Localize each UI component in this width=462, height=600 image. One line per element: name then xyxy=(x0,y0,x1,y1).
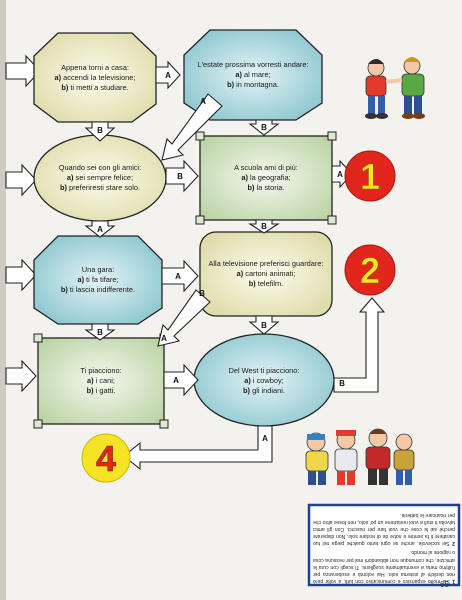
node-2-text: L'estate prossima vorresti andare: a) al… xyxy=(196,45,310,105)
node-5-option-a: a) ti fa tifare; xyxy=(77,275,119,285)
answer-key-box: 1 Sei molto espansivo e comunicativo con… xyxy=(313,509,455,584)
node-7-option-b: b) i gatti. xyxy=(86,385,116,395)
node-5-shape xyxy=(33,235,163,325)
node-2-option-a: a) al mare; xyxy=(235,70,271,80)
label-b-8: B xyxy=(339,379,345,388)
result-two-number: 2 xyxy=(360,250,380,291)
horizontal-connectors xyxy=(155,60,353,397)
label-a-5: A xyxy=(175,272,181,281)
node-3-option-b: b) preferiresti stare solo. xyxy=(59,182,141,192)
node-3-question: Quando sei con gli amici: xyxy=(58,163,142,173)
node-2-option-b: b) in montagna. xyxy=(227,79,279,89)
node-5-question: Una gara: xyxy=(81,265,115,275)
arrow-to-result-four xyxy=(123,425,273,471)
node-1-option-b: b) ti metti a studiare. xyxy=(61,82,129,92)
answer-paragraph-2: 2 Sei socievole, anche se ogni tanto qua… xyxy=(312,511,455,547)
node-8-text: Del West ti piacciono: a) i cowboy; b) g… xyxy=(206,354,322,408)
label-a-4: A xyxy=(337,170,343,179)
node-1-option-a: a) accendi la televisione; xyxy=(54,73,136,83)
node-8-question: Del West ti piacciono: xyxy=(228,366,300,376)
left-entry-arrows xyxy=(5,54,41,393)
label-b-1: B xyxy=(97,126,103,135)
node-1-text: Appena torni a casa: a) accendi la telev… xyxy=(42,48,148,108)
node-7-shape xyxy=(37,337,165,425)
node-5-text: Una gara: a) ti fa tifare; b) ti lascia … xyxy=(44,252,152,308)
cartoon-group-illustration xyxy=(305,428,415,485)
result-one-circle xyxy=(344,150,396,202)
node-8-option-b: b) gli indiani. xyxy=(243,385,285,395)
label-a-7: A xyxy=(173,376,179,385)
node-7-text: Ti piacciono: a) i cani; b) i gatti. xyxy=(46,354,156,408)
page-number: 65 xyxy=(440,580,449,589)
label-b-2: B xyxy=(261,123,267,132)
answer-box-frame xyxy=(307,503,461,587)
vertical-connectors xyxy=(84,119,280,341)
node-2-shape xyxy=(183,29,323,121)
node-6-question: Alla televisione preferisci guardare: xyxy=(208,259,324,269)
node-6-option-a: a) cartoni animati; xyxy=(236,269,296,279)
arrow-to-result-two xyxy=(333,297,386,393)
answer-paragraph-1: 1 Sei molto espansivo e comunicativo con… xyxy=(313,549,455,585)
label-b-4: B xyxy=(261,222,267,231)
node-5-option-b: b) ti lascia indifferente. xyxy=(60,284,136,294)
result-one-number: 1 xyxy=(360,156,380,197)
label-b-3: B xyxy=(177,172,183,181)
book-spine-shadow xyxy=(0,0,6,600)
label-b-5: B xyxy=(199,289,205,298)
node-7-question: Ti piacciono: xyxy=(80,366,122,376)
node-4-option-a: a) la geografia; xyxy=(241,173,291,183)
node-1-shape xyxy=(33,32,157,123)
node-6-option-b: b) telefilm. xyxy=(248,278,284,288)
cartoon-friends-illustration xyxy=(365,57,425,119)
node-4-option-b: b) la storia. xyxy=(247,182,285,192)
node-2-question: L'estate prossima vorresti andare: xyxy=(197,60,309,70)
node-7-option-a: a) i cani; xyxy=(87,376,115,386)
node-4-text: A scuola ami di più: a) la geografia; b)… xyxy=(206,150,326,206)
node-4-question: A scuola ami di più: xyxy=(234,163,298,173)
node-3-option-a: a) sei sempre felice; xyxy=(66,173,134,183)
label-a-3: A xyxy=(97,225,103,234)
node-8-option-a: a) i cowboy; xyxy=(244,376,284,386)
diagonal-connectors xyxy=(157,93,223,347)
label-a-1: A xyxy=(165,71,171,80)
result-four-number: 4 xyxy=(96,438,116,479)
result-two-circle xyxy=(344,244,396,296)
label-a-6: A xyxy=(161,334,167,343)
node-1-question: Appena torni a casa: xyxy=(61,63,129,73)
label-a-2: A xyxy=(200,97,206,106)
label-b-7: B xyxy=(261,321,267,330)
label-b-6: B xyxy=(97,328,103,337)
node-3-text: Quando sei con gli amici: a) sei sempre … xyxy=(42,150,158,206)
result-four-circle xyxy=(81,433,131,483)
label-a-8: A xyxy=(262,434,268,443)
node-6-text: Alla televisione preferisci guardare: a)… xyxy=(206,246,326,302)
